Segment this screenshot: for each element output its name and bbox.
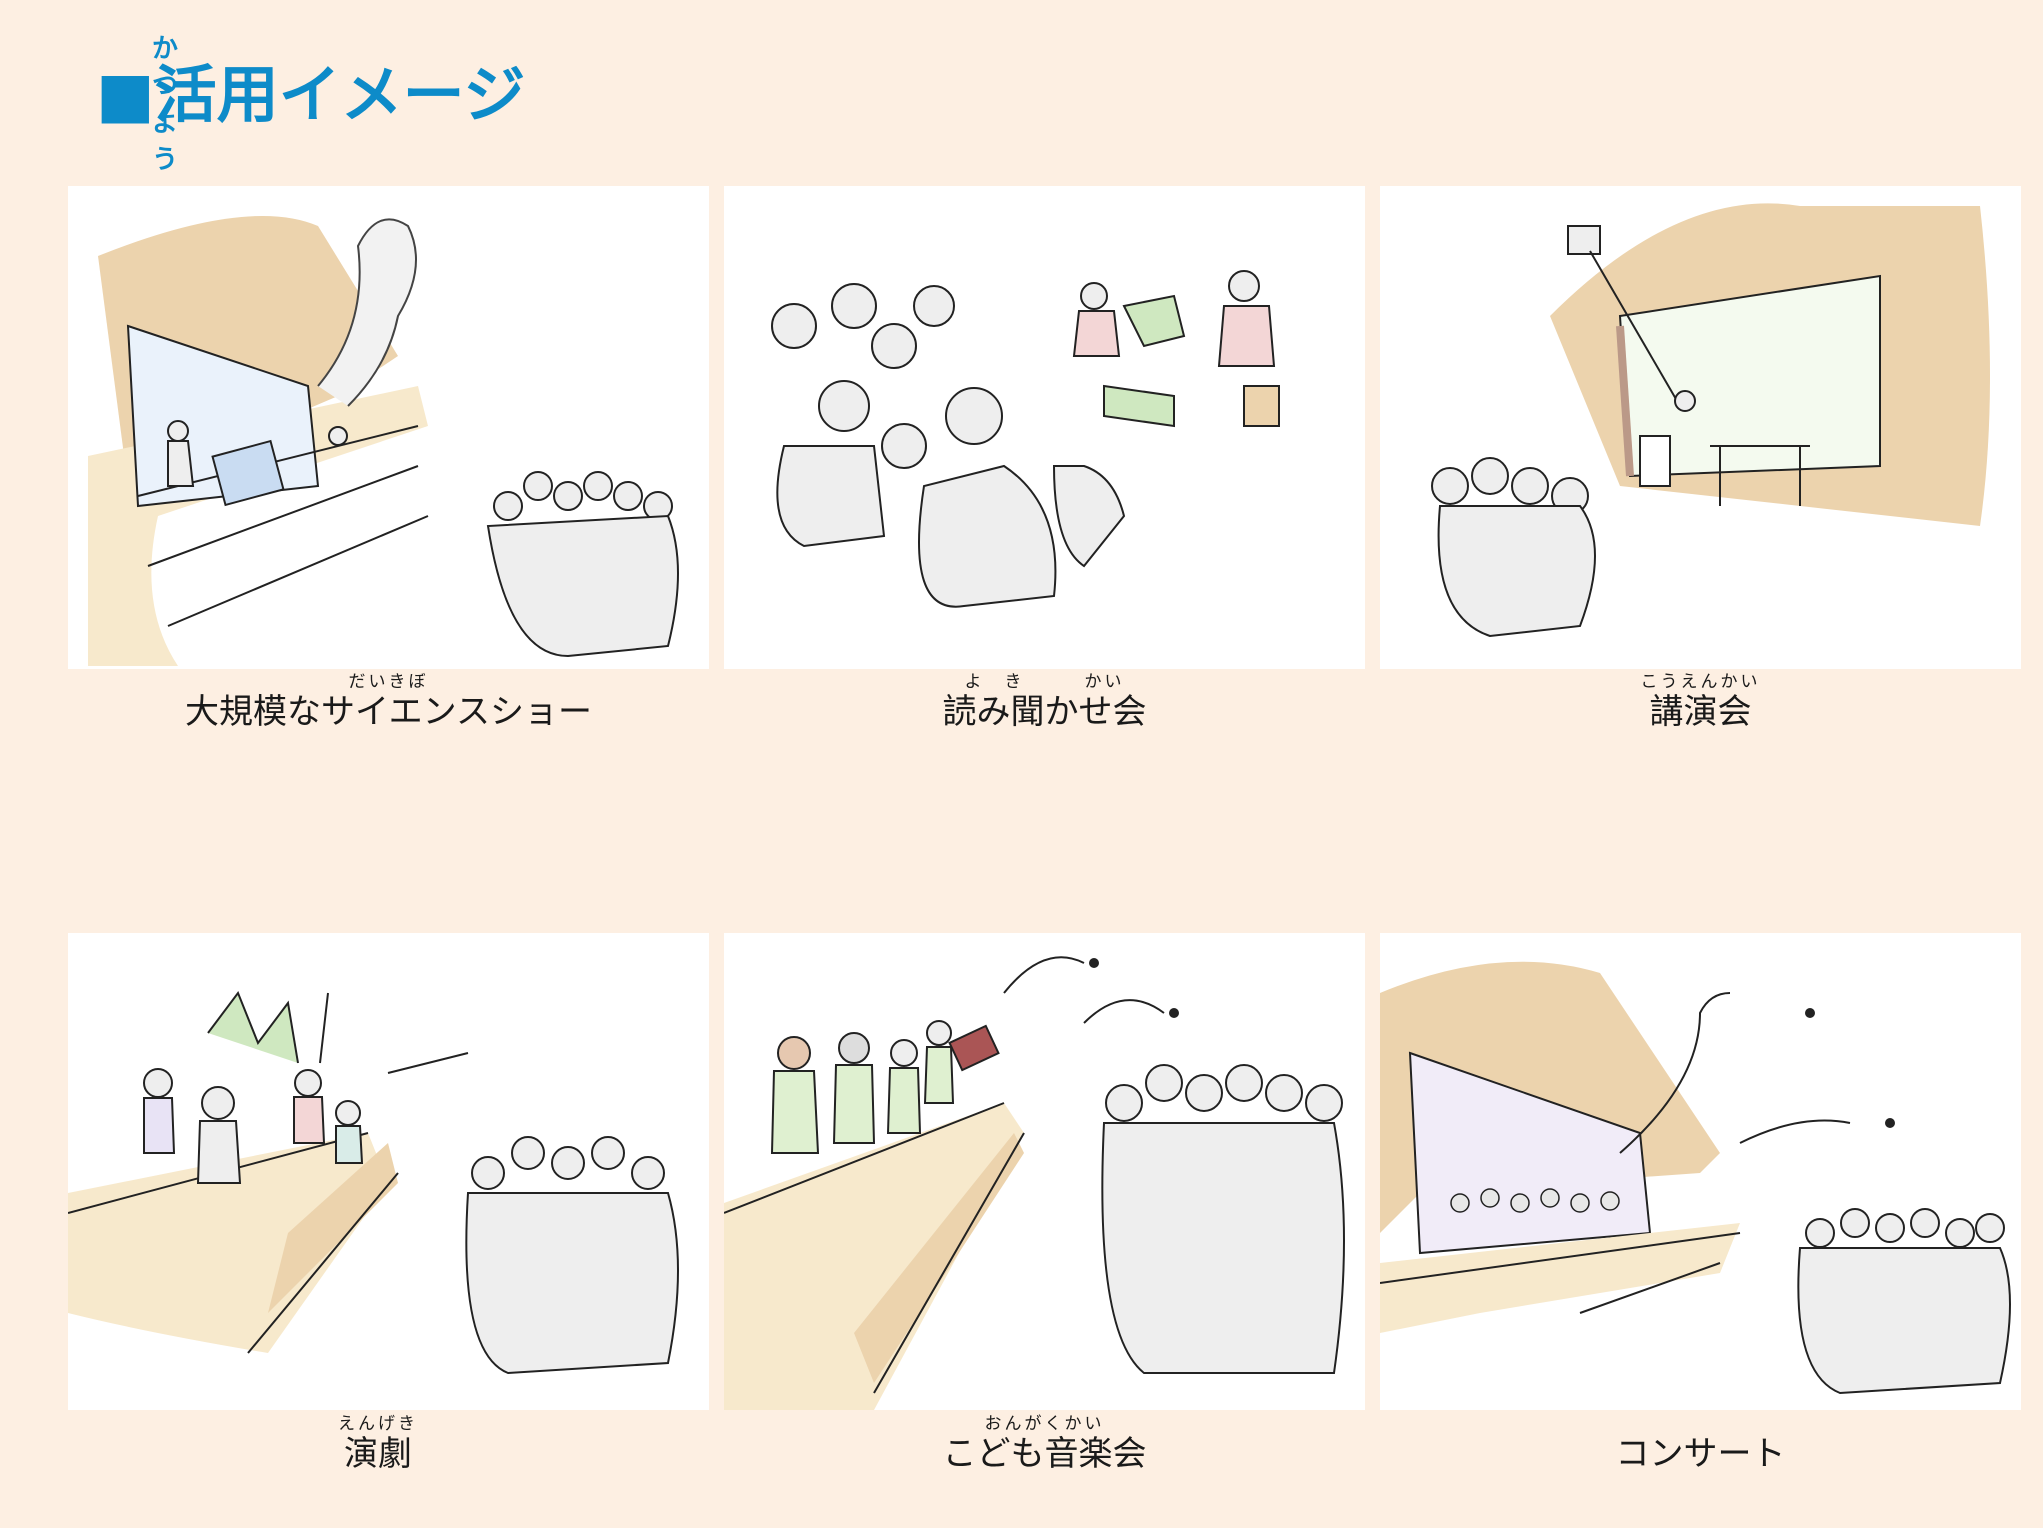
- caption-science-show: だいきぼ 大規模なサイエンスショー: [68, 672, 709, 732]
- illustration-science-show: [88, 216, 679, 666]
- caption-ruby: おんがくかい: [984, 1414, 1105, 1434]
- caption-ruby: こうえんかい: [1640, 672, 1761, 692]
- caption-ruby: よ き かい: [964, 672, 1125, 692]
- caption-text: こども音楽会: [942, 1434, 1147, 1474]
- image-science-show: [68, 186, 709, 669]
- caption-text: 演劇: [344, 1434, 412, 1474]
- title-ruby: かつよう: [152, 34, 181, 175]
- illustration-concert: [1380, 961, 2011, 1395]
- caption-text: コンサート: [1615, 1434, 1786, 1474]
- caption-drama: えんげき 演劇: [178, 1414, 578, 1474]
- illustration-lecture: [1431, 203, 1990, 638]
- image-storytelling: [724, 186, 1365, 669]
- illustration-drama: [68, 990, 679, 1375]
- image-kids-concert: [724, 933, 1365, 1410]
- caption-kids-concert: おんがくかい こども音楽会: [724, 1414, 1365, 1474]
- caption-text: 大規模なサイエンスショー: [185, 692, 592, 732]
- caption-storytelling: よ き かい 読み聞かせ会: [724, 672, 1365, 732]
- caption-text: 講演会: [1649, 692, 1752, 732]
- caption-ruby: えんげき: [338, 1414, 418, 1434]
- caption-concert: コンサート: [1380, 1414, 2021, 1474]
- caption-text: 読み聞かせ会: [942, 692, 1147, 732]
- illustration-kids-concert: [724, 956, 1345, 1410]
- image-drama: [68, 933, 709, 1410]
- caption-lecture: こうえんかい 講演会: [1380, 672, 2021, 732]
- caption-ruby: だいきぼ: [348, 672, 429, 692]
- caption-ruby: [1380, 1414, 2021, 1434]
- illustration-storytelling: [771, 270, 1280, 608]
- image-concert: [1380, 933, 2021, 1410]
- page-title: ■活用イメージ: [96, 58, 526, 131]
- image-lecture: [1380, 186, 2021, 669]
